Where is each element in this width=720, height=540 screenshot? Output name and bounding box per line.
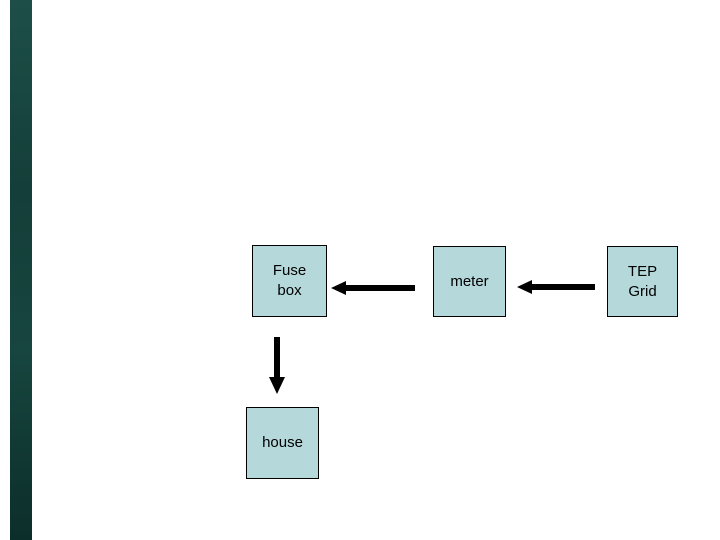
node-fuse-box: Fuse box bbox=[252, 245, 327, 317]
arrow-meter-to-fusebox-shaft bbox=[345, 285, 415, 291]
arrow-fusebox-to-house-head-icon bbox=[269, 377, 285, 394]
node-tep-grid-label-line2: Grid bbox=[628, 282, 657, 300]
arrow-meter-to-fusebox-head-icon bbox=[331, 281, 346, 295]
node-house: house bbox=[246, 407, 319, 479]
left-edge-bar bbox=[10, 0, 32, 540]
node-meter-label: meter bbox=[450, 272, 489, 290]
node-fuse-box-label-line2: box bbox=[277, 282, 302, 299]
arrow-tepgrid-to-meter-shaft bbox=[530, 284, 595, 290]
node-house-label: house bbox=[262, 434, 303, 451]
arrow-tepgrid-to-meter-head-icon bbox=[517, 280, 532, 294]
node-tep-grid: TEP Grid bbox=[607, 246, 678, 317]
node-fuse-box-label-line1: Fuse bbox=[272, 262, 307, 279]
node-meter: meter bbox=[433, 246, 506, 317]
arrow-fusebox-to-house-shaft bbox=[274, 337, 280, 378]
node-tep-grid-label-line1: TEP bbox=[627, 262, 658, 280]
